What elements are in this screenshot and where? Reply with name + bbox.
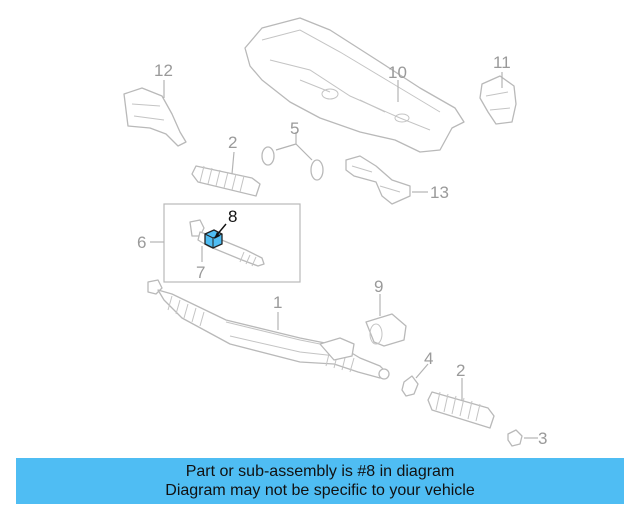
part-4-clamp <box>401 375 419 397</box>
callout-1: 1 <box>273 293 282 312</box>
callout-7: 7 <box>196 263 205 282</box>
callout-9: 9 <box>374 277 383 296</box>
part-11-bracket <box>479 75 517 125</box>
callout-2a: 2 <box>228 133 237 152</box>
callout-4: 4 <box>424 349 433 368</box>
part-13-shield <box>345 155 411 205</box>
part-10-crossmember <box>244 17 465 153</box>
leader-8-arrowhead <box>214 232 220 239</box>
callout-8: 8 <box>228 207 237 226</box>
callout-3: 3 <box>538 429 547 448</box>
callout-6: 6 <box>137 233 146 252</box>
part-7-tie-rod-end <box>189 219 265 267</box>
callout-12: 12 <box>154 61 173 80</box>
leader-4 <box>415 363 429 379</box>
leader-5 <box>275 132 313 161</box>
part-9-seal <box>365 313 407 347</box>
part-5-o-rings <box>261 146 324 181</box>
part-2-boot-upper <box>191 165 261 197</box>
part-2-boot-lower <box>427 391 495 429</box>
callout-10: 10 <box>388 63 407 82</box>
callout-11: 11 <box>493 53 511 72</box>
leader-2a <box>231 151 235 175</box>
callout-2b: 2 <box>456 361 465 380</box>
banner-line-1: Part or sub-assembly is #8 in diagram <box>185 463 455 480</box>
part-1-steering-rack <box>147 279 390 380</box>
info-banner: Part or sub-assembly is #8 in diagram Di… <box>16 458 624 504</box>
part-3-clip <box>507 429 523 447</box>
callout-5: 5 <box>290 119 299 138</box>
group-6-box <box>163 203 301 283</box>
banner-line-2: Diagram may not be specific to your vehi… <box>165 482 475 499</box>
parts-diagram: 10 11 12 5 2 13 6 7 <box>123 17 547 448</box>
callout-13: 13 <box>430 183 449 202</box>
part-12-shield <box>123 87 187 147</box>
